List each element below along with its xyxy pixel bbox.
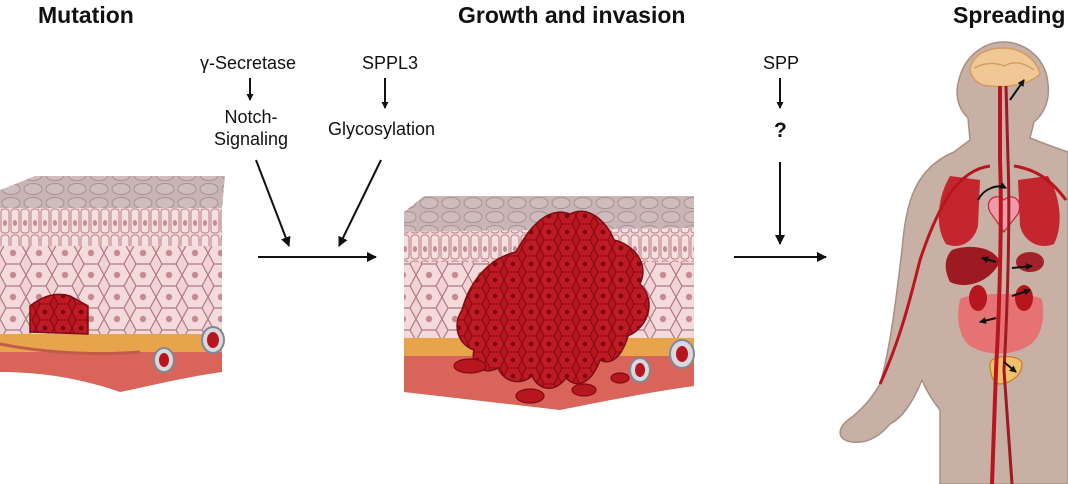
invading-cell	[515, 388, 545, 404]
pathway-arrows	[246, 78, 827, 262]
kidney-left	[1015, 285, 1033, 311]
stomach	[1016, 252, 1044, 272]
metastasis-arrow	[979, 317, 997, 324]
main-vein	[1002, 85, 1014, 484]
label-notch-line1: Notch-	[224, 107, 278, 127]
arrow-glycosylation-to-pathway	[338, 159, 382, 247]
label-unknown-effect: ?	[774, 119, 787, 142]
main-artery	[990, 86, 1003, 484]
kidney-right	[969, 285, 987, 311]
human-body-figure	[839, 41, 1068, 484]
arm-artery	[1013, 164, 1068, 201]
metastasis-arrow	[981, 256, 997, 264]
metastasis-arrow	[1011, 263, 1033, 271]
label-notch-line2: Signaling	[214, 129, 289, 149]
tissue-surface	[0, 176, 225, 208]
mutated-cell-cluster	[29, 293, 89, 335]
heading-growth-invasion: Growth and invasion	[458, 2, 686, 28]
label-glycosylation: Glycosylation	[328, 119, 436, 139]
heading-spreading: Spreading	[953, 2, 1066, 28]
invading-cell	[610, 372, 630, 384]
label-gamma-secretase: γ-Secretase	[200, 53, 297, 73]
label-sppl3: SPPL3	[362, 53, 419, 73]
tissue-block-growth	[404, 196, 695, 410]
tissue-block-mutation	[0, 176, 225, 392]
metastasis-arrow	[977, 182, 1007, 201]
metastasis-arrow	[1009, 79, 1025, 101]
brain	[969, 47, 1041, 88]
label-spp: SPP	[763, 53, 800, 73]
arrow-notch-to-pathway	[255, 159, 291, 247]
tissue-dermis	[0, 352, 222, 392]
arm-artery	[878, 164, 991, 385]
heading-mutation: Mutation	[38, 2, 134, 28]
lung-left	[1018, 176, 1060, 246]
tissue-epithelium-columnar	[0, 208, 222, 246]
lung-right	[938, 176, 980, 246]
metastasis-arrow	[1011, 288, 1031, 297]
invading-cell	[571, 383, 597, 397]
blood-vessel	[0, 342, 141, 356]
label-notch-signaling: Notch- Signaling	[214, 106, 288, 150]
heart	[987, 196, 1021, 234]
invading-tumor-mass	[456, 210, 650, 389]
invading-cell	[453, 358, 487, 374]
metastasis-arrow	[1003, 361, 1017, 373]
